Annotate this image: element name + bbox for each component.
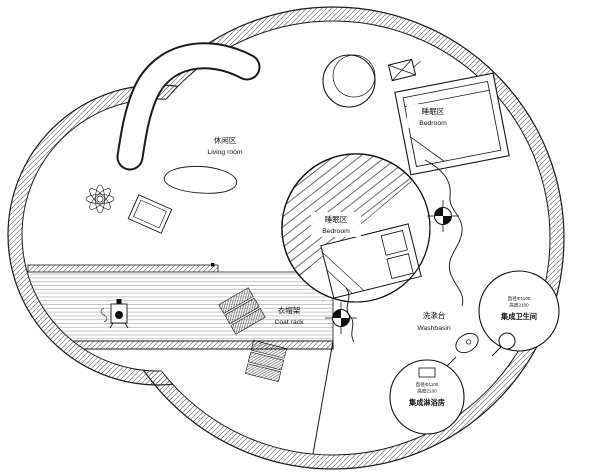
- av-box: [387, 58, 421, 82]
- central-platform: 睡眠区 Bedroom: [281, 153, 431, 303]
- column-symbol-lower: [325, 302, 357, 334]
- wall-end-post: [211, 263, 215, 267]
- partition-line: [312, 340, 334, 455]
- round-table: [322, 54, 376, 108]
- plant-icon: [85, 184, 115, 214]
- bedroom-center-label-bg: [311, 212, 361, 237]
- shower-pod-spec1: 直径Φ1100: [416, 381, 439, 387]
- washbasin-label-en: Washbasin: [417, 325, 451, 332]
- wavy-partition-lower: [345, 287, 355, 343]
- lounge-chair: [127, 194, 173, 234]
- washbasin-label-zh: 洗漱台: [423, 310, 446, 320]
- bedroom-center-label-en: Bedroom: [322, 228, 350, 235]
- coat-rack-right: [245, 340, 287, 382]
- washbasin: [455, 332, 479, 354]
- coat-rack-label-zh: 衣帽架: [278, 305, 301, 315]
- fixture-icon: [491, 332, 516, 357]
- column-symbol-upper: [427, 200, 459, 232]
- bathroom-pod: 直径Φ1100 高度2100 集成卫生间: [478, 270, 560, 357]
- coffee-table: [163, 166, 237, 194]
- bedroom-center-label-zh: 睡眠区: [325, 215, 348, 224]
- coat-rack-label-en: Coat rack: [274, 319, 304, 326]
- outer-wall-ring: [101, 6, 565, 470]
- living-room-label-en: Living room: [207, 149, 242, 156]
- stove-icon: [100, 299, 129, 329]
- bedroom-upper-label-en: Bedroom: [419, 120, 447, 127]
- coat-rack-left: [218, 287, 266, 335]
- bathroom-pod-spec1: 直径Φ1100: [508, 295, 531, 301]
- bathroom-pod-label: 集成卫生间: [500, 312, 537, 321]
- living-room-label-zh: 休闲区: [214, 135, 237, 145]
- bedroom-upper-label-zh: 睡眠区: [422, 107, 445, 116]
- low-wall: [27, 264, 219, 273]
- shower-pod: 直径Φ1100 高度2100 集成淋浴房: [389, 359, 465, 435]
- bed-center: [320, 223, 422, 299]
- bathroom-pod-spec2: 高度2100: [509, 302, 529, 309]
- shower-pod-spec2: 高度2100: [417, 388, 437, 395]
- bedroom-upper-label-bg: [407, 104, 459, 128]
- terrace-floor: [27, 264, 334, 350]
- shower-pod-label: 集成淋浴房: [408, 398, 445, 407]
- curved-sofa: [116, 42, 261, 171]
- shower-tray-icon: [418, 367, 436, 378]
- terrace-stripes: [30, 272, 333, 341]
- wavy-partition-right: [424, 159, 464, 307]
